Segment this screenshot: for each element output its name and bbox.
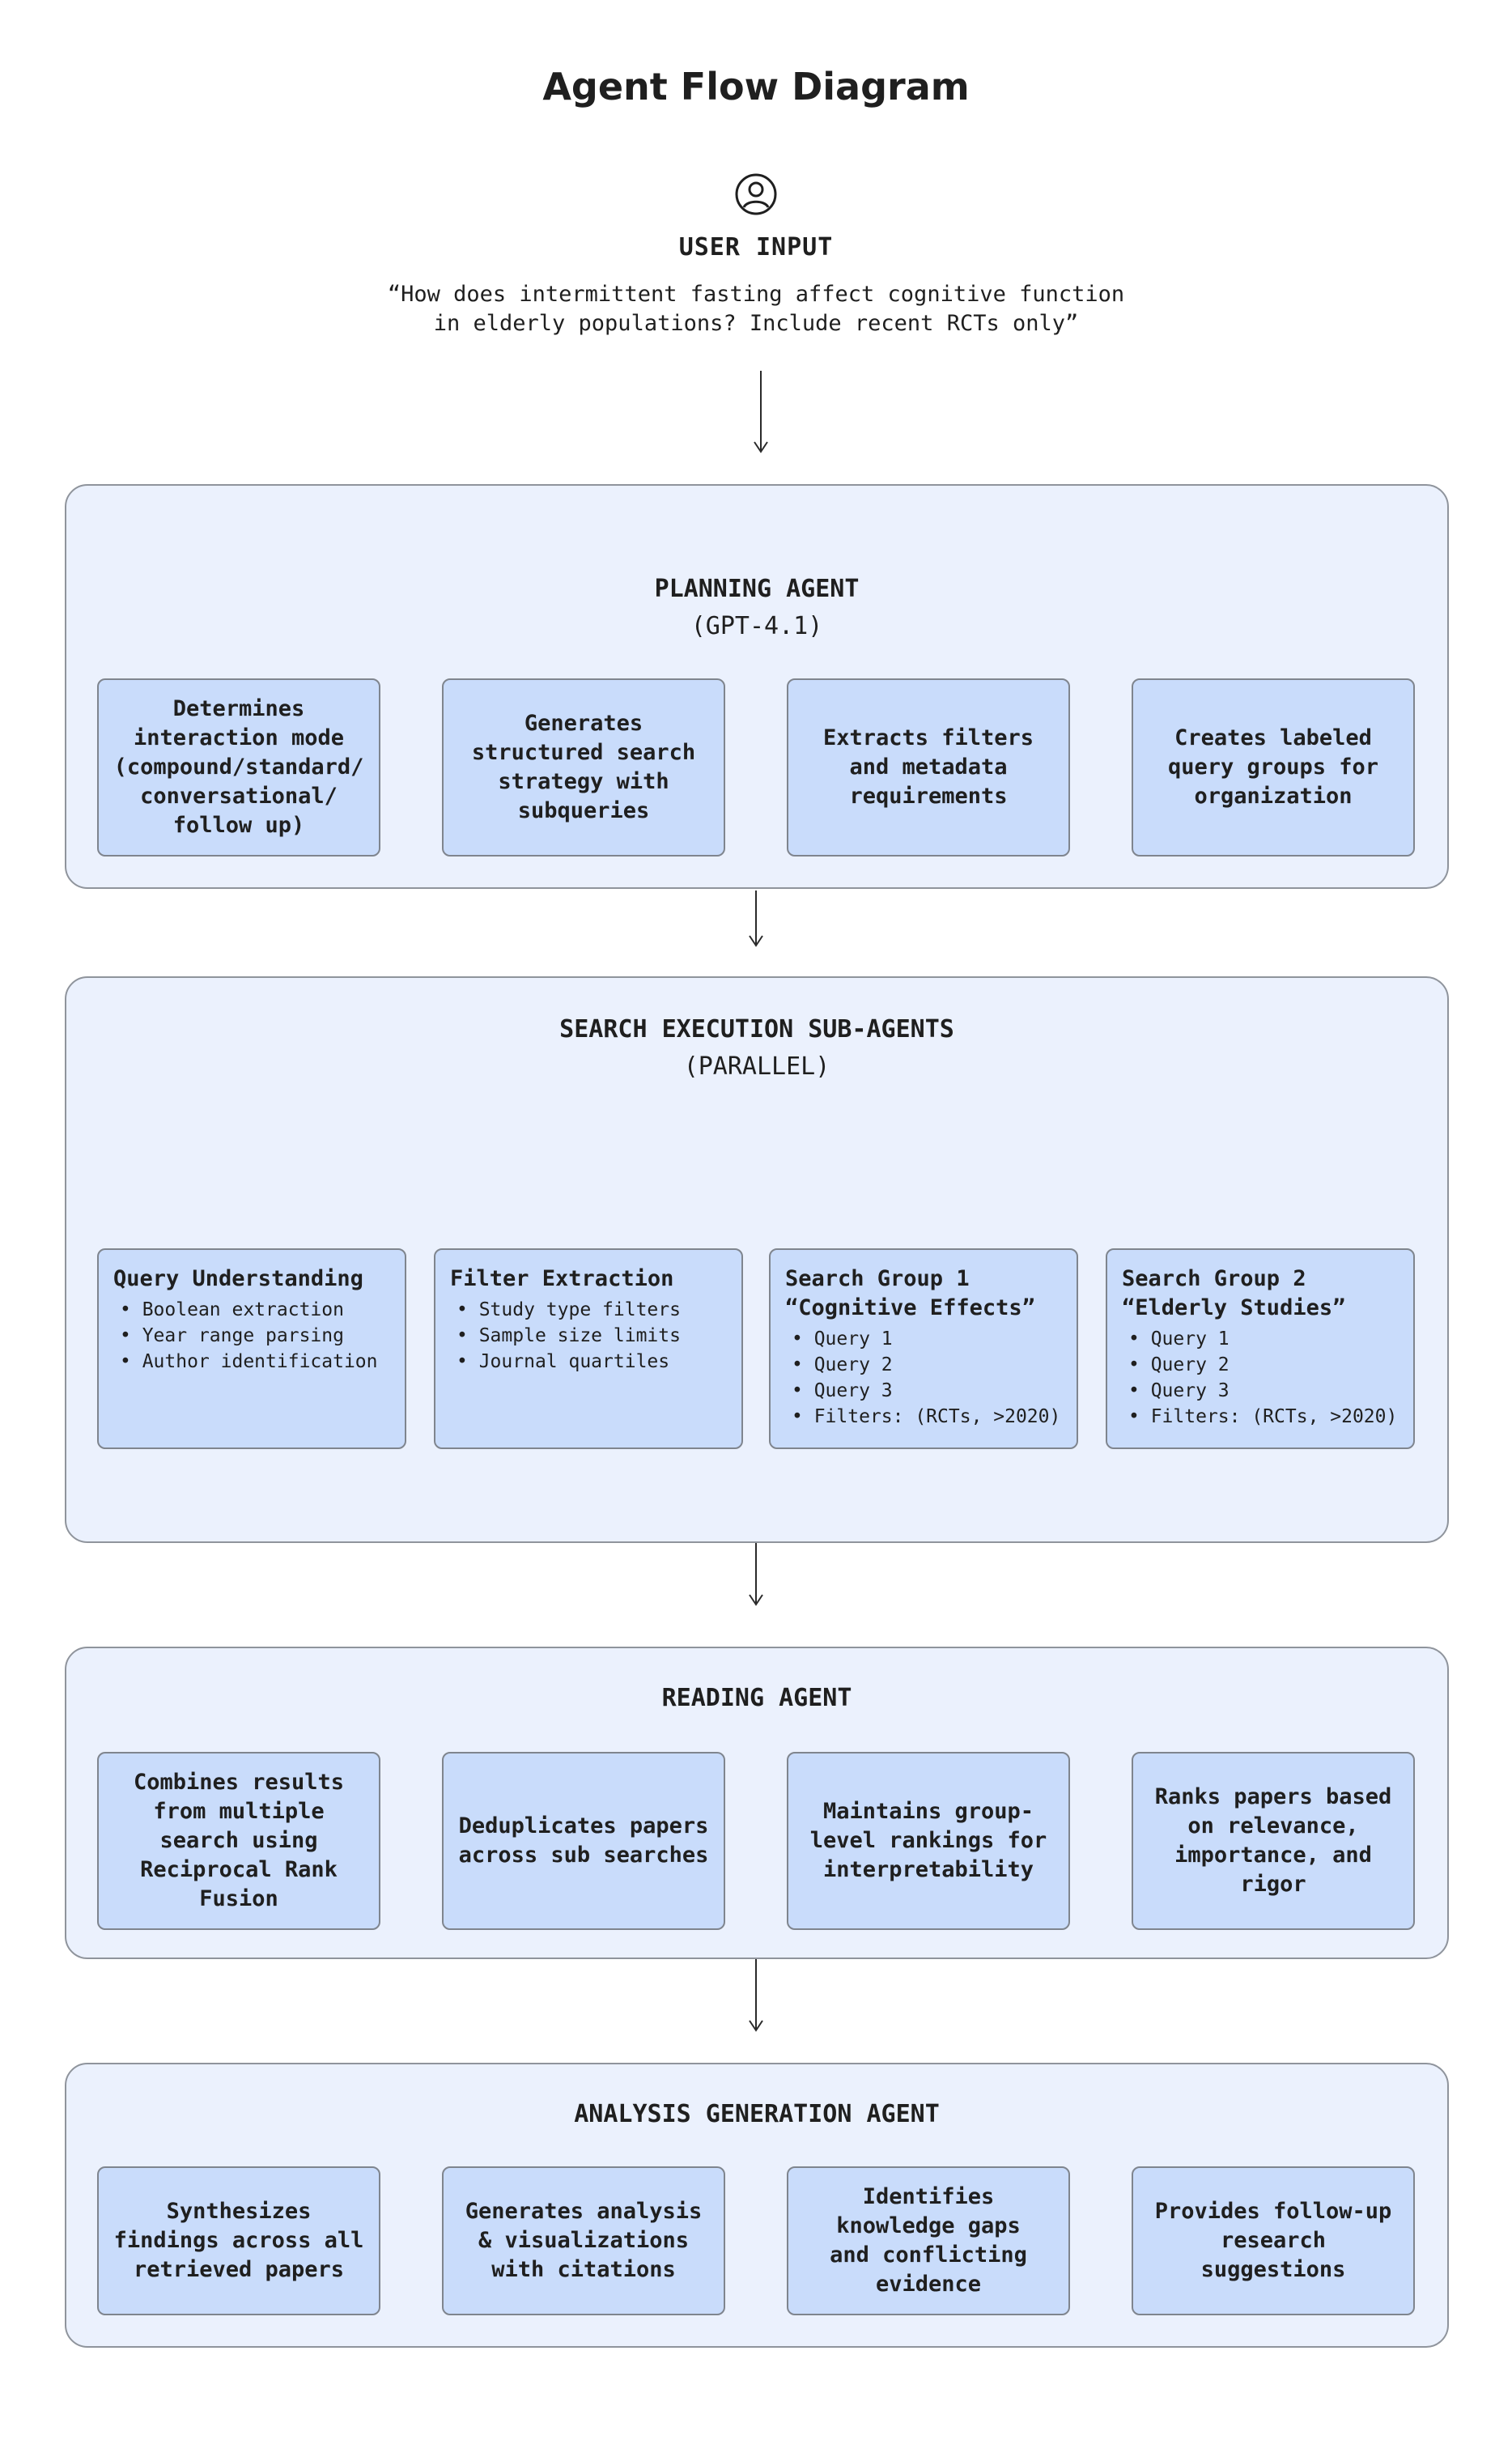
search-agent-3-item: Query 2 [785,1352,1062,1378]
planning-agent-subtitle: (GPT-4.1) [690,612,823,640]
search-agent-2-item: Journal quartiles [450,1349,727,1375]
user-query-line-1: “How does intermittent fasting affect co… [387,282,1125,307]
analysis-step-4-text: Provides follow-up research suggestions [1154,2199,1392,2282]
user-circle-icon [735,173,777,215]
search-execution-title: SEARCH EXECUTION SUB-AGENTS [559,1015,954,1044]
search-agent-filter-extraction: Filter Extraction Study type filters Sam… [434,1248,743,1449]
search-agent-2-item: Study type filters [450,1297,727,1323]
search-agent-1-title: Query Understanding [113,1266,363,1291]
analysis-step-2: Generates analysis & visualizations with… [442,2166,725,2315]
search-agent-2-item: Sample size limits [450,1323,727,1349]
analysis-step-1-text: Synthesizes findings across all retrieve… [113,2199,364,2282]
planning-step-2: Generates structured search strategy wit… [442,678,725,857]
search-agent-1-item: Boolean extraction [113,1297,390,1323]
planning-step-2-text: Generates structured search strategy wit… [471,711,696,823]
search-execution-subtitle: (PARALLEL) [683,1052,830,1081]
reading-step-2: Deduplicates papers across sub searches [442,1752,725,1930]
search-agent-group-1: Search Group 1 “Cognitive Effects” Query… [769,1248,1078,1449]
planning-step-1: Determines interaction mode (compound/st… [97,678,380,857]
analysis-step-2-text: Generates analysis & visualizations with… [465,2199,703,2282]
search-agent-group-2: Search Group 2 “Elderly Studies” Query 1… [1106,1248,1415,1449]
search-agent-1-item: Year range parsing [113,1323,390,1349]
analysis-step-3-text: Identifies knowledge gaps and conflictin… [830,2184,1027,2297]
search-agent-3-title: Search Group 1 “Cognitive Effects” [785,1266,1035,1320]
search-agent-4-item: Query 3 [1122,1378,1399,1404]
analysis-step-1: Synthesizes findings across all retrieve… [97,2166,380,2315]
reading-step-4: Ranks papers based on relevance, importa… [1132,1752,1415,1930]
reading-step-1-text: Combines results from multiple search us… [133,1770,345,1911]
search-agent-query-understanding: Query Understanding Boolean extraction Y… [97,1248,406,1449]
analysis-generation-title: ANALYSIS GENERATION AGENT [574,2100,940,2128]
search-agent-3-item: Query 1 [785,1326,1062,1352]
planning-step-3: Extracts filters and metadata requiremen… [787,678,1070,857]
search-agent-3-item: Query 3 [785,1378,1062,1404]
analysis-step-3: Identifies knowledge gaps and conflictin… [787,2166,1070,2315]
search-agent-4-item: Query 2 [1122,1352,1399,1378]
reading-agent-title: READING AGENT [661,1684,852,1712]
analysis-step-4: Provides follow-up research suggestions [1132,2166,1415,2315]
search-agent-4-title: Search Group 2 “Elderly Studies” [1122,1266,1346,1320]
reading-step-3: Maintains group- level rankings for inte… [787,1752,1070,1930]
planning-step-4: Creates labeled query groups for organiz… [1132,678,1415,857]
planning-step-3-text: Extracts filters and metadata requiremen… [822,725,1034,809]
search-agent-4-item: Filters: (RCTs, >2020) [1122,1404,1399,1430]
search-agent-4-item: Query 1 [1122,1326,1399,1352]
user-input-label: USER INPUT [678,233,834,261]
reading-step-3-text: Maintains group- level rankings for inte… [809,1799,1047,1882]
reading-step-2-text: Deduplicates papers across sub searches [458,1813,709,1868]
search-agent-1-item: Author identification [113,1349,390,1375]
planning-agent-title: PLANNING AGENT [654,575,860,603]
planning-step-1-text: Determines interaction mode (compound/st… [113,696,364,838]
user-query-line-2: in elderly populations? Include recent R… [433,311,1079,336]
search-agent-3-item: Filters: (RCTs, >2020) [785,1404,1062,1430]
page-title: Agent Flow Diagram [542,65,970,108]
reading-step-4-text: Ranks papers based on relevance, importa… [1154,1784,1392,1897]
reading-step-1: Combines results from multiple search us… [97,1752,380,1930]
planning-step-4-text: Creates labeled query groups for organiz… [1167,725,1379,809]
search-agent-2-title: Filter Extraction [450,1266,674,1291]
